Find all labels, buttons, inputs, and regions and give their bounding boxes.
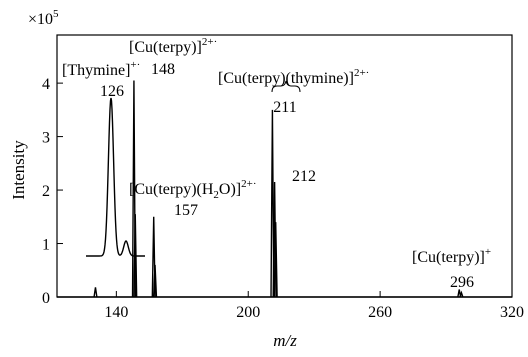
spectrum-peak-7: [273, 222, 278, 298]
y-tick-label-0: 0: [42, 290, 50, 307]
spectrum-peak-2: [133, 214, 138, 298]
x-axis-label: m/z: [273, 331, 297, 350]
y-axis-label: Intensity: [9, 140, 28, 200]
spectrum-peak-4: [152, 264, 158, 298]
y-tick-label-4: 4: [42, 76, 50, 93]
inset-peak-label: 126: [100, 83, 124, 100]
peak-label-296: 296: [450, 274, 474, 291]
inset-ion-label: [Thymine]+·: [62, 59, 140, 79]
inset-thymine-trace: [86, 97, 145, 257]
x-tick-label-320: 320: [500, 304, 524, 321]
peak-label-211: 211: [273, 99, 296, 116]
peak-label-148: 148: [151, 61, 175, 78]
x-tick-label-200: 200: [236, 304, 260, 321]
ion-label-cu-terpy-2plus: [Cu(terpy)]2+·: [129, 36, 217, 56]
thymine-inset: [86, 97, 145, 257]
spectrum-peak-9: [459, 290, 464, 298]
spectrum-series: [57, 80, 512, 298]
y-tick-label-3: 3: [42, 130, 50, 147]
y-tick-label-2: 2: [42, 183, 50, 200]
ion-label-cu-terpy-thymine-2plus: [Cu(terpy)(thymine)]2+·: [218, 67, 369, 87]
x-tick-label-140: 140: [104, 304, 128, 321]
peak-label-212: 212: [292, 168, 316, 185]
axis-ticks: 140 200 260 320 0 1 2 3 4: [42, 76, 524, 321]
y-multiplier: ×105: [28, 8, 59, 28]
ion-label-cu-terpy-h2o-2plus: [Cu(terpy)(H2O)]2+·: [129, 178, 257, 201]
x-tick-label-260: 260: [368, 304, 392, 321]
ion-label-cu-terpy-plus: [Cu(terpy)]+: [412, 246, 491, 266]
peak-brace-211-212: [271, 80, 301, 93]
spectrum-peak-0: [93, 287, 98, 298]
peak-label-157: 157: [174, 202, 198, 219]
y-tick-label-1: 1: [42, 237, 50, 254]
